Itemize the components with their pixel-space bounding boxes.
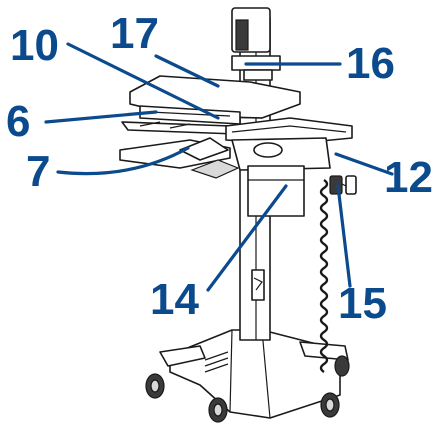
leader-10 <box>66 42 220 120</box>
leader-14 <box>206 184 288 292</box>
callout-17: 17 <box>110 9 159 58</box>
caster-wheels <box>145 355 350 423</box>
callout-7: 7 <box>26 147 51 196</box>
worksurface <box>129 75 301 125</box>
leader-6 <box>44 110 158 124</box>
keyboard-tray <box>121 121 237 135</box>
monitor-mount <box>231 7 281 81</box>
callout-15: 15 <box>338 279 387 328</box>
leader-7 <box>56 146 190 176</box>
leader-lines <box>44 42 394 292</box>
leader-15 <box>336 184 352 288</box>
storage-bin <box>247 165 305 217</box>
cart-base <box>159 329 349 419</box>
callout-6: 6 <box>6 97 31 146</box>
callout-16: 16 <box>346 39 395 88</box>
leader-12 <box>334 152 394 176</box>
leader-17 <box>154 54 220 88</box>
cart-handle <box>225 117 353 171</box>
callout-12: 12 <box>384 153 433 202</box>
lower-tray <box>119 137 240 179</box>
callout-10: 10 <box>10 21 59 70</box>
callout-14: 14 <box>150 275 199 324</box>
coiled-cord <box>319 175 357 373</box>
